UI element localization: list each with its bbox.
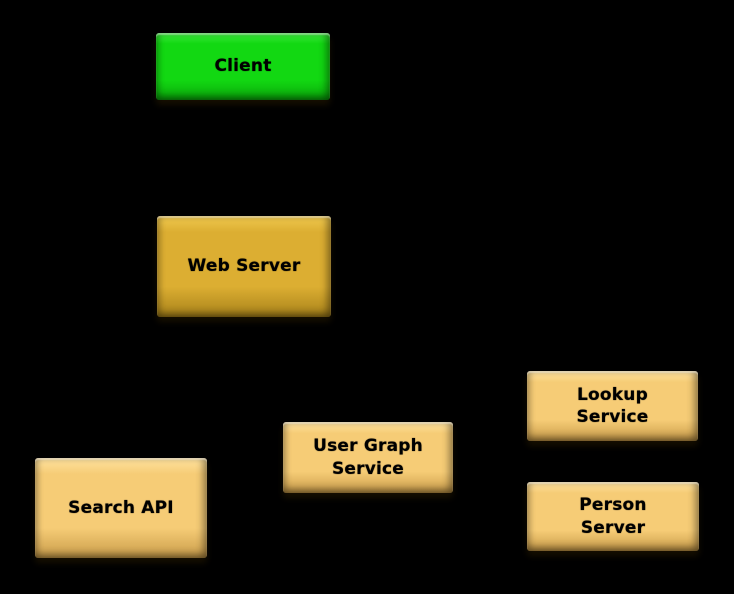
- node-web-server-label: Web Server: [187, 256, 301, 277]
- node-user-graph-service: User Graph Service: [283, 422, 453, 493]
- node-search-api: Search API: [35, 458, 207, 558]
- node-lookup-service: Lookup Service: [527, 371, 698, 441]
- node-search-api-label: Search API: [68, 497, 174, 518]
- node-person-server: Person Server: [527, 482, 699, 551]
- node-person-server-label: Person Server: [579, 495, 647, 538]
- node-lookup-service-label: Lookup Service: [576, 384, 649, 427]
- node-web-server: Web Server: [157, 216, 331, 317]
- node-user-graph-service-label: User Graph Service: [313, 436, 423, 479]
- node-client: Client: [156, 33, 330, 100]
- node-client-label: Client: [214, 56, 272, 77]
